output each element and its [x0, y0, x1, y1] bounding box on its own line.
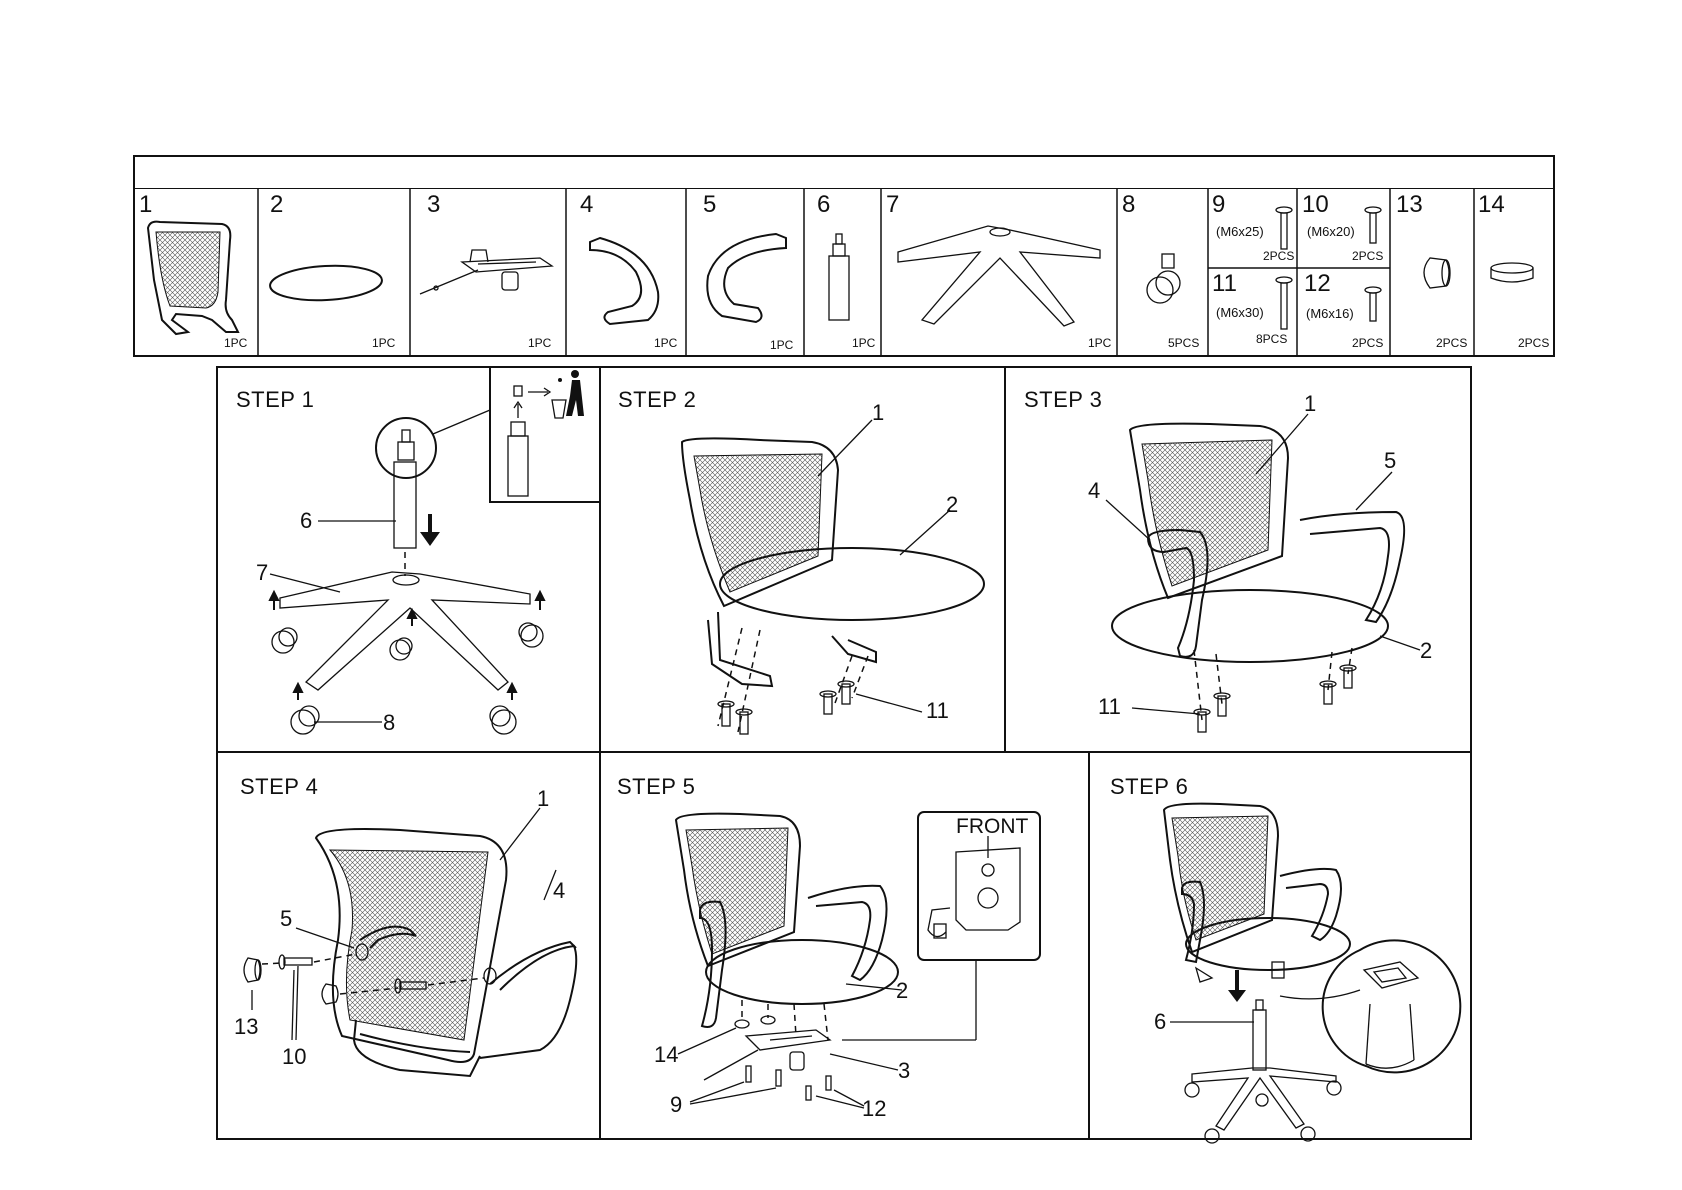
step-1-callout-6: 6: [300, 508, 313, 533]
step-5-callout-9: 9: [670, 1092, 683, 1117]
cap-icon: [1423, 257, 1451, 289]
step-4-title: STEP 4: [240, 774, 319, 799]
part-size-10: (M6x20): [1307, 224, 1355, 239]
step-4-callout-1: 1: [537, 786, 550, 811]
step-1-callout-7: 7: [256, 560, 269, 585]
armrest-left-icon: [589, 236, 660, 326]
step-5-callout-12: 12: [862, 1096, 887, 1121]
step-1-title: STEP 1: [236, 387, 315, 412]
part-number-11: 11: [1212, 270, 1237, 297]
step-3-callout-2: 2: [1420, 638, 1433, 663]
step-3-callout-1: 1: [1304, 391, 1317, 416]
step-5-callout-3: 3: [898, 1058, 911, 1083]
mechanism-icon: [419, 249, 554, 295]
step-2-callout-1: 1: [872, 400, 885, 425]
part-number-14: 14: [1478, 191, 1505, 218]
trash-bin-icon: [551, 370, 584, 419]
step-2-callout-11: 11: [926, 698, 949, 723]
down-arrow-icon: [1228, 970, 1246, 1002]
part-number-1: 1: [139, 191, 153, 218]
seat-cushion-icon: [269, 264, 383, 302]
step-6-title: STEP 6: [1110, 774, 1189, 799]
part-number-2: 2: [270, 191, 284, 218]
step-4-callout-5: 5: [280, 906, 293, 931]
part-qty-13: 2PCS: [1436, 336, 1468, 350]
part-qty-7: 1PC: [1088, 336, 1112, 350]
step-1-callout-8: 8: [383, 710, 396, 735]
part-number-4: 4: [580, 191, 594, 218]
screw-icon: [1275, 206, 1382, 330]
part-qty-3: 1PC: [528, 336, 552, 350]
step-4-callout-10: 10: [282, 1044, 307, 1069]
down-arrow-icon: [420, 514, 440, 546]
parts-table: [133, 155, 1555, 357]
base-icon: [897, 225, 1101, 327]
part-number-5: 5: [703, 191, 717, 218]
part-number-3: 3: [427, 191, 441, 218]
step-5-title: STEP 5: [617, 774, 696, 799]
step-6-callout-6: 6: [1154, 1009, 1167, 1034]
step-2-callout-2: 2: [946, 492, 959, 517]
part-qty-4: 1PC: [654, 336, 678, 350]
part-qty-6: 1PC: [852, 336, 876, 350]
part-size-12: (M6x16): [1306, 306, 1354, 321]
part-size-9: (M6x25): [1216, 224, 1264, 239]
part-qty-14: 2PCS: [1518, 336, 1550, 350]
step-3-callout-11: 11: [1098, 694, 1121, 719]
parts-table-header: [135, 157, 1553, 189]
part-qty-11: 8PCS: [1256, 332, 1288, 346]
step-5-callout-2: 2: [896, 978, 909, 1003]
part-qty-10: 2PCS: [1352, 249, 1384, 263]
part-number-6: 6: [817, 191, 831, 218]
step-3-title: STEP 3: [1024, 387, 1103, 412]
part-number-8: 8: [1122, 191, 1136, 218]
part-qty-1: 1PC: [224, 336, 248, 350]
part-qty-9: 2PCS: [1263, 249, 1295, 263]
armrest-right-icon: [706, 232, 787, 324]
part-number-9: 9: [1212, 191, 1226, 218]
step-3-callout-4: 4: [1088, 478, 1101, 503]
step-4-callout-4: 4: [553, 878, 566, 903]
part-qty-8: 5PCS: [1168, 336, 1200, 350]
part-qty-12: 2PCS: [1352, 336, 1384, 350]
washer-icon: [1490, 262, 1534, 283]
chair-back-icon: [146, 220, 240, 336]
part-qty-2: 1PC: [372, 336, 396, 350]
caster-icon: [1146, 253, 1181, 304]
part-number-12: 12: [1304, 270, 1331, 297]
part-number-7: 7: [886, 191, 900, 218]
gas-lift-icon: [828, 233, 850, 321]
part-size-11: (M6x30): [1216, 305, 1264, 320]
step-5-callout-14: 14: [654, 1042, 679, 1067]
step-3-callout-5: 5: [1384, 448, 1397, 473]
part-number-13: 13: [1396, 191, 1423, 218]
parts-illustrations: [146, 206, 1534, 336]
part-number-10: 10: [1302, 191, 1329, 218]
step-4-callout-13: 13: [234, 1014, 259, 1039]
step-2-title: STEP 2: [618, 387, 697, 412]
step-5-inset-label: FRONT: [956, 815, 1029, 838]
part-qty-5: 1PC: [770, 338, 794, 352]
